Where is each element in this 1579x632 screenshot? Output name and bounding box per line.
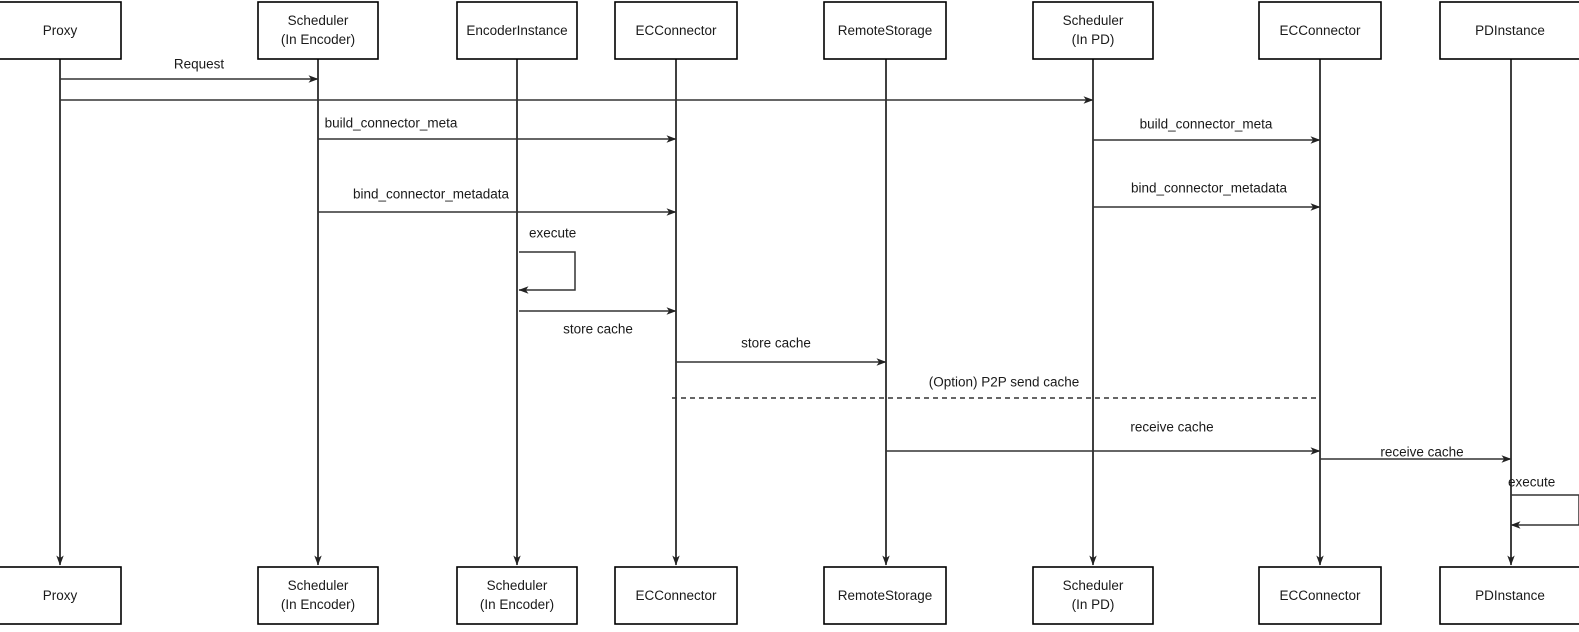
top-participant-label-line2: (In PD) (1072, 32, 1115, 47)
top-participant-box[interactable] (823, 1, 947, 60)
bottom-participant-label: PDInstance (1475, 588, 1545, 603)
self-messages-group: execute execute (518, 226, 1579, 529)
message-m7[interactable]: store cache (519, 307, 677, 337)
bottom-participant-label: Proxy (43, 588, 78, 603)
self-message-label-s2: execute (1508, 475, 1555, 490)
bottom-participant-ec-conn-pd[interactable]: ECConnector (1258, 566, 1382, 625)
bottom-participant-sched-pd[interactable]: Scheduler (In PD) (1032, 566, 1154, 625)
message-label-m4: build_connector_meta (1140, 117, 1273, 132)
top-participant-label: Proxy (43, 23, 78, 38)
top-participant-box[interactable] (1258, 1, 1382, 60)
bottom-participant-label-line2: (In PD) (1072, 597, 1115, 612)
top-participant-box[interactable] (1032, 1, 1154, 60)
message-label-m11: receive cache (1380, 445, 1463, 460)
bottom-participant-label: RemoteStorage (838, 588, 933, 603)
self-message-label-s1: execute (529, 226, 576, 241)
bottom-participant-encoder-inst[interactable]: Scheduler (In Encoder) (456, 566, 578, 625)
top-participant-label-line2: (In Encoder) (281, 32, 355, 47)
top-participant-label: ECConnector (1279, 23, 1361, 38)
message-m8[interactable]: store cache (676, 336, 887, 366)
message-m3[interactable]: build_connector_meta (318, 116, 677, 143)
message-m6[interactable]: bind_connector_metadata (1093, 181, 1321, 211)
message-label-m6: bind_connector_metadata (1131, 181, 1288, 196)
bottom-participant-box[interactable] (614, 566, 738, 625)
message-label-m10: receive cache (1130, 420, 1213, 435)
bottom-participant-box[interactable] (257, 566, 379, 625)
bottom-participant-label-line1: Scheduler (288, 578, 349, 593)
top-participant-label: PDInstance (1475, 23, 1545, 38)
top-participant-box[interactable] (1439, 1, 1579, 60)
top-participant-ec-conn-enc[interactable]: ECConnector (614, 1, 738, 60)
bottom-participant-box[interactable] (823, 566, 947, 625)
message-m10[interactable]: receive cache (886, 420, 1321, 455)
self-message-path-s2[interactable] (1510, 494, 1579, 529)
top-participant-pd-inst[interactable]: PDInstance (1439, 1, 1579, 60)
bottom-participant-label-line2: (In Encoder) (281, 597, 355, 612)
bottom-participant-label-line1: Scheduler (487, 578, 548, 593)
top-participant-boxes: Proxy Scheduler (In Encoder) EncoderInstanc… (0, 1, 1579, 60)
message-label-m9: (Option) P2P send cache (929, 375, 1080, 390)
message-m11[interactable]: receive cache (1320, 445, 1512, 463)
self-message-s2[interactable]: execute (1508, 475, 1579, 529)
top-participant-remote-store[interactable]: RemoteStorage (823, 1, 947, 60)
message-m1[interactable]: Request (60, 57, 319, 83)
self-message-path-s1[interactable] (518, 251, 576, 294)
top-participant-proxy[interactable]: Proxy (0, 1, 122, 60)
bottom-participant-label: ECConnector (635, 588, 717, 603)
top-participant-box[interactable] (0, 1, 122, 60)
messages-group: Request build_connector_meta build_connect… (60, 57, 1512, 463)
top-participant-label-line1: Scheduler (288, 13, 349, 28)
top-participant-sched-enc[interactable]: Scheduler (In Encoder) (257, 1, 379, 60)
bottom-participant-box[interactable] (0, 566, 122, 625)
top-participant-label: EncoderInstance (466, 23, 567, 38)
message-m9[interactable]: (Option) P2P send cache (672, 375, 1320, 399)
message-label-m8: store cache (741, 336, 811, 351)
bottom-participant-label-line1: Scheduler (1063, 578, 1124, 593)
bottom-participant-label-line2: (In Encoder) (480, 597, 554, 612)
bottom-participant-remote-store[interactable]: RemoteStorage (823, 566, 947, 625)
message-label-m1: Request (174, 57, 225, 72)
bottom-participant-boxes: Proxy Scheduler (In Encoder) Scheduler (In E… (0, 566, 1579, 625)
top-participant-box[interactable] (614, 1, 738, 60)
top-participant-sched-pd[interactable]: Scheduler (In PD) (1032, 1, 1154, 60)
top-participant-label: RemoteStorage (838, 23, 933, 38)
bottom-participant-box[interactable] (456, 566, 578, 625)
top-participant-box[interactable] (257, 1, 379, 60)
self-message-s1[interactable]: execute (518, 226, 576, 294)
message-label-m3: build_connector_meta (325, 116, 458, 131)
message-label-m5: bind_connector_metadata (353, 187, 510, 202)
message-m5[interactable]: bind_connector_metadata (318, 187, 677, 216)
bottom-participant-box[interactable] (1258, 566, 1382, 625)
bottom-participant-box[interactable] (1439, 566, 1579, 625)
bottom-participant-pd-inst[interactable]: PDInstance (1439, 566, 1579, 625)
top-participant-box[interactable] (456, 1, 578, 60)
message-label-m7: store cache (563, 322, 633, 337)
bottom-participant-ec-conn-enc[interactable]: ECConnector (614, 566, 738, 625)
top-participant-label: ECConnector (635, 23, 717, 38)
top-participant-label-line1: Scheduler (1063, 13, 1124, 28)
bottom-participant-label: ECConnector (1279, 588, 1361, 603)
top-participant-encoder-inst[interactable]: EncoderInstance (456, 1, 578, 60)
bottom-participant-proxy[interactable]: Proxy (0, 566, 122, 625)
top-participant-ec-conn-pd[interactable]: ECConnector (1258, 1, 1382, 60)
bottom-participant-box[interactable] (1032, 566, 1154, 625)
lifelines-group (56, 59, 1515, 566)
bottom-participant-sched-enc[interactable]: Scheduler (In Encoder) (257, 566, 379, 625)
message-m4[interactable]: build_connector_meta (1093, 117, 1321, 144)
